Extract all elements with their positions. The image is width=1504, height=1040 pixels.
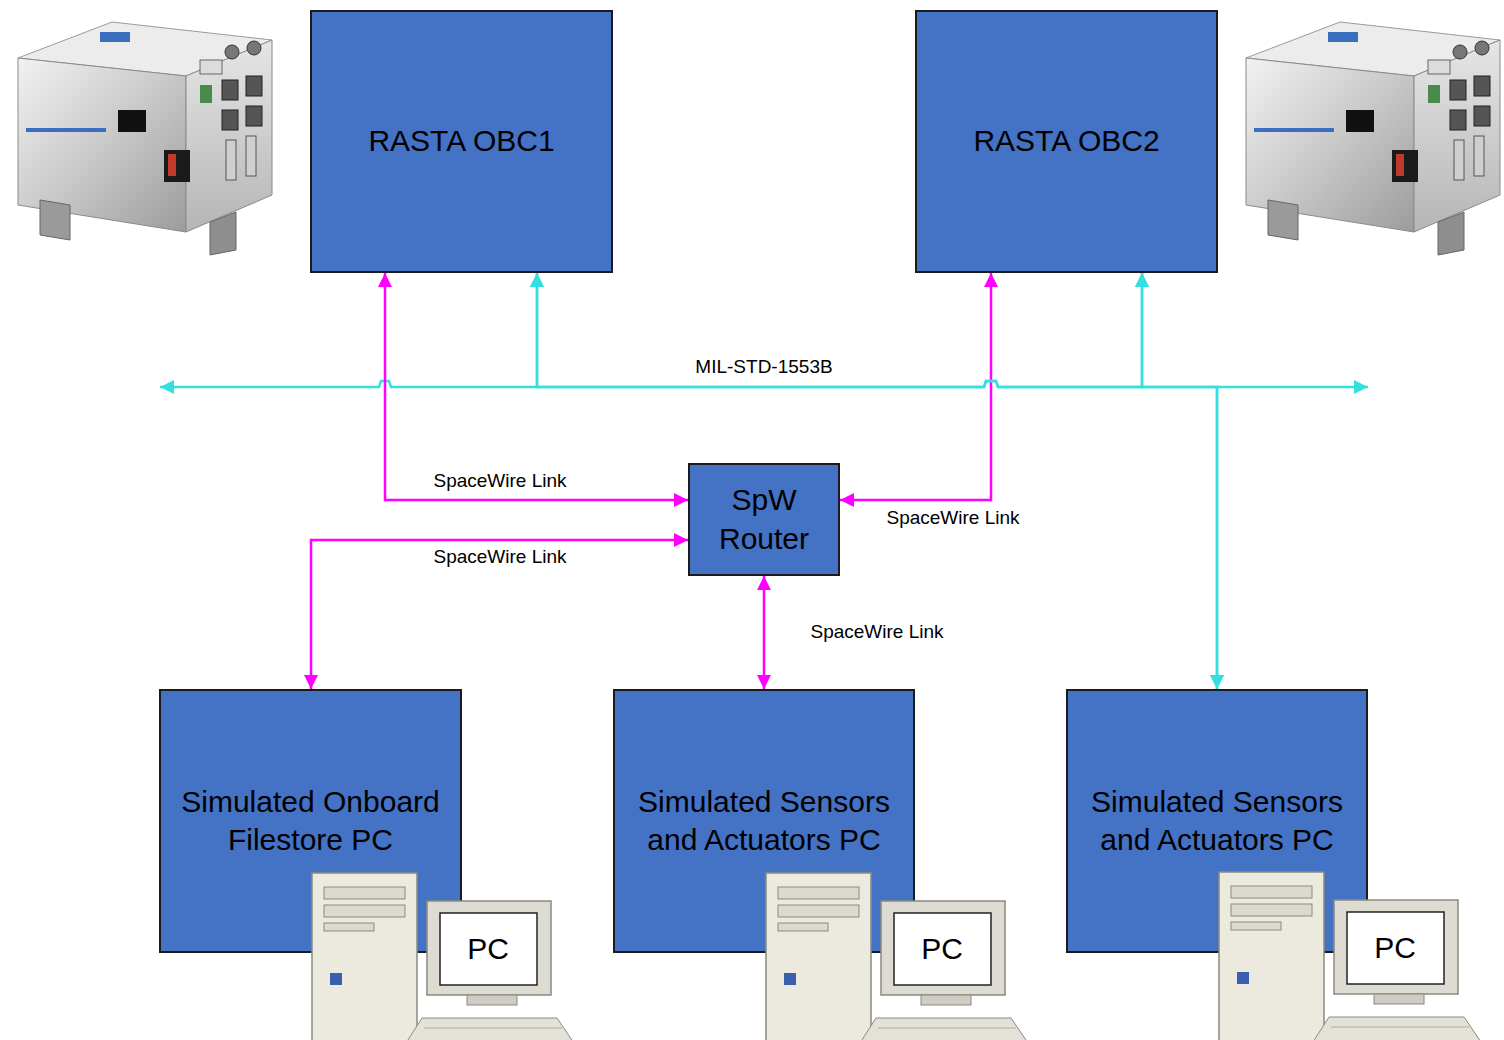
bus-link — [537, 273, 1217, 689]
link-label: SpaceWire Link — [430, 546, 569, 568]
box-label: RASTA OBC1 — [368, 122, 554, 160]
router-box: SpW Router — [688, 463, 840, 576]
box-label: Simulated Onboard Filestore PC — [172, 783, 449, 859]
spacewire-link — [311, 540, 688, 689]
bus-link — [537, 273, 1142, 387]
rasta-unit-photo — [1246, 22, 1500, 255]
bus-name: MIL-STD-1553B — [692, 356, 835, 378]
rasta-unit-photo — [18, 22, 272, 255]
box-label: Simulated Sensors and Actuators PC — [626, 783, 902, 859]
bus-link — [1142, 273, 1217, 689]
pc-icon — [1219, 872, 1481, 1040]
box-label: Simulated Sensors and Actuators PC — [1079, 783, 1355, 859]
box-label: RASTA OBC2 — [973, 122, 1159, 160]
link-label: SpaceWire Link — [883, 507, 1022, 529]
bus-line — [160, 381, 537, 387]
pc-screen-label: PC — [921, 932, 963, 966]
bus-line — [1217, 386, 1368, 389]
pc-screen-label: PC — [467, 932, 509, 966]
pc-screen-label: PC — [1374, 931, 1416, 965]
link-label: SpaceWire Link — [430, 470, 569, 492]
pc-icon — [312, 873, 574, 1040]
link-label: SpaceWire Link — [807, 621, 946, 643]
obc-box: RASTA OBC2 — [915, 10, 1218, 273]
obc-box: RASTA OBC1 — [310, 10, 613, 273]
box-label: SpW Router — [701, 481, 827, 557]
spacewire-link — [763, 576, 766, 689]
pc-icon — [766, 873, 1028, 1040]
